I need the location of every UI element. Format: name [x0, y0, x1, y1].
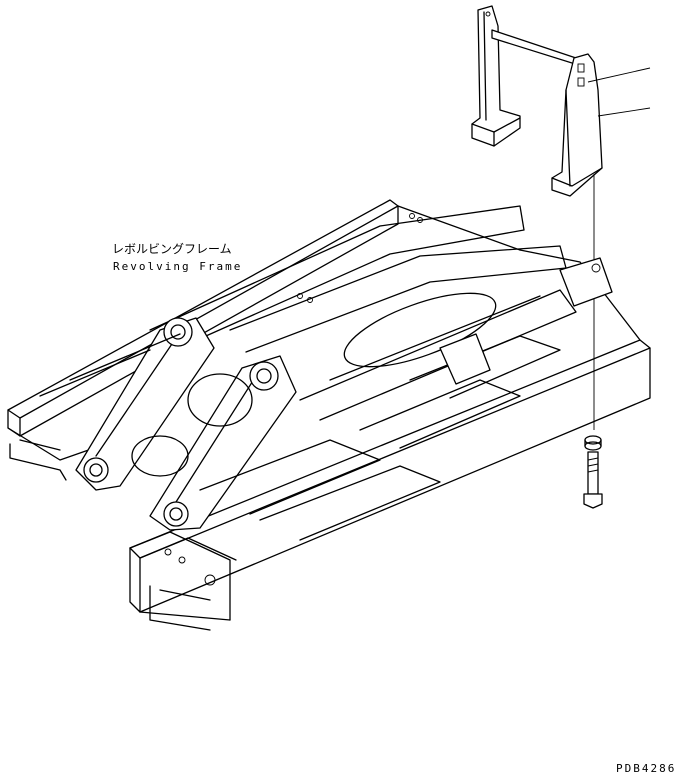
part-label-japanese: レボルビングフレーム — [112, 242, 232, 256]
frame-body — [7, 199, 651, 631]
drawing-code: PDB4286 — [616, 762, 677, 775]
lifting-stand — [471, 5, 651, 430]
part-label-english: Revolving Frame — [113, 260, 243, 273]
washer-and-bolt — [583, 435, 603, 509]
